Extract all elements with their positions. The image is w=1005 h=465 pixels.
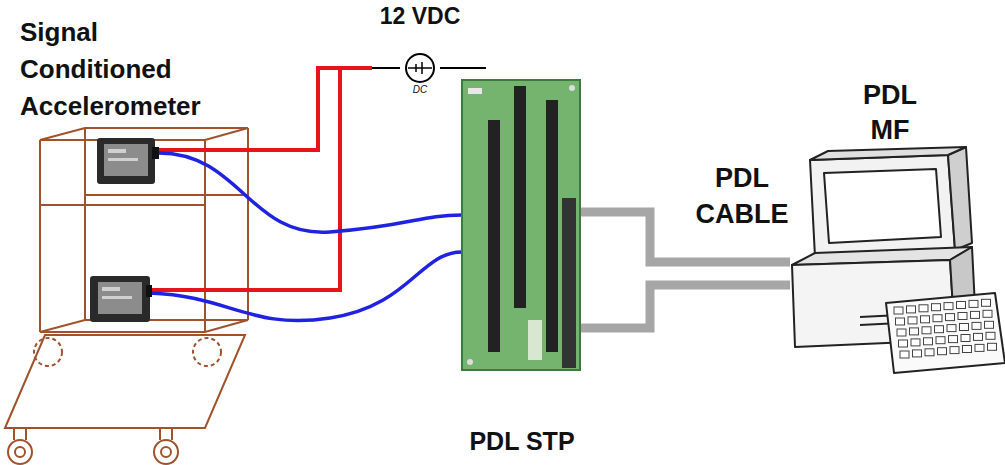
cable (578, 285, 790, 328)
terminal-board: PDL STP (462, 80, 582, 372)
board-label: PDL STP (422, 426, 622, 456)
wire-connector (159, 153, 462, 232)
cable-label: PDL CABLE (690, 160, 794, 232)
signal-wire (150, 252, 462, 321)
terminal-board-outline (462, 80, 582, 372)
computer-label: PDL MF (848, 78, 932, 148)
component-label: Signal Conditioned Accelerometer (20, 14, 235, 125)
wire-segment (159, 153, 462, 232)
accelerometer-outline (97, 138, 159, 186)
supply-lead (440, 67, 486, 69)
voltage-label: 12 VDC (358, 3, 482, 30)
computer: PDL MF (790, 75, 1002, 375)
accelerometer: Signal Conditioned Accelerometer (97, 138, 159, 186)
cart-drawing (5, 128, 248, 464)
source-type-label: DC (400, 84, 440, 96)
dc-source: 12 VDCDC (400, 48, 440, 98)
wire-segment (372, 67, 400, 69)
accelerometer-sensor (90, 276, 152, 322)
